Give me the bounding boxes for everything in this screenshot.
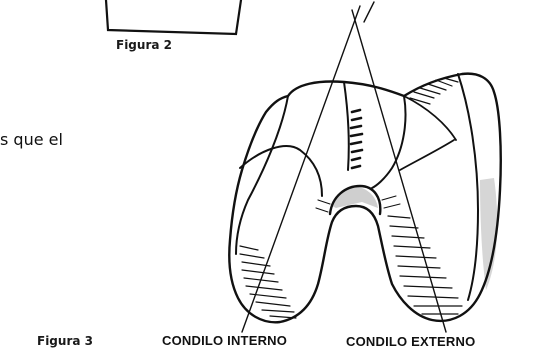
figure-3-femur-drawing — [229, 2, 500, 332]
label-condilo-interno: CONDILO INTERNO — [162, 333, 287, 348]
figure-3-caption: Figura 3 — [37, 334, 93, 348]
figure-2-drawing — [106, 0, 241, 34]
label-condilo-externo: CONDILO EXTERNO — [346, 334, 475, 349]
body-text-fragment: s que el — [0, 130, 63, 149]
figure-2-caption: Figura 2 — [116, 38, 172, 52]
